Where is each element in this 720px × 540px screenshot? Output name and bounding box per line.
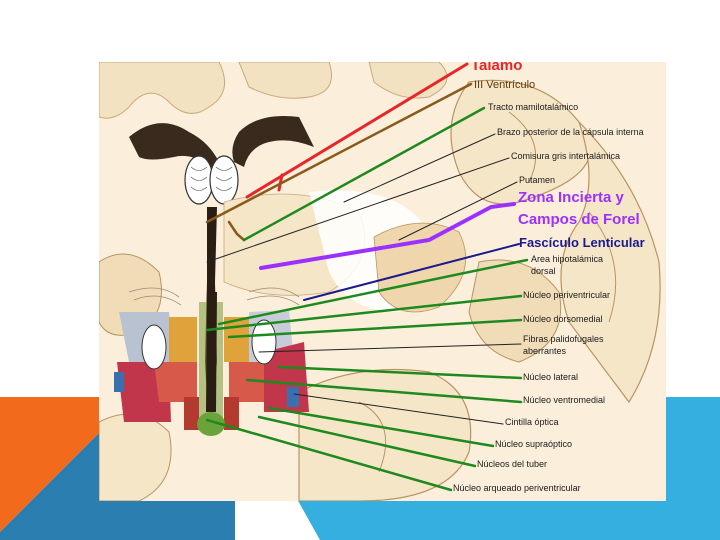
label-putamen: Putamen bbox=[519, 176, 555, 185]
label-fibras-palidofugales-2: aberrantes bbox=[523, 347, 566, 356]
label-area-hipotalamica-1: Area hipotalámica bbox=[531, 255, 603, 264]
label-cintilla-optica: Cintilla óptica bbox=[505, 418, 559, 427]
label-brazo-posterior: Brazo posterior de la cápsula interna bbox=[497, 128, 644, 137]
label-zona-incierta-1: Zona Incierta y bbox=[518, 190, 624, 205]
label-nucleo-periventricular: Núcleo periventricular bbox=[523, 291, 610, 300]
label-area-hipotalamica-2: dorsal bbox=[531, 267, 556, 276]
label-nucleos-tuber: Núcleos del tuber bbox=[477, 460, 547, 469]
label-comisura-gris: Comisura gris intertalámica bbox=[511, 152, 620, 161]
label-tracto-mamilotalamico: Tracto mamilotalámico bbox=[488, 103, 578, 112]
label-fibras-palidofugales-1: Fibras palidofugales bbox=[523, 335, 604, 344]
brain-section-figure: Talamo III Ventrículo Tracto mamilotalám… bbox=[99, 62, 666, 501]
label-zona-incierta-2: Campos de Forel bbox=[518, 212, 640, 227]
label-nucleo-arqueado: Núcleo arqueado periventricular bbox=[453, 484, 581, 493]
label-iii-ventriculo: III Ventrículo bbox=[474, 80, 535, 91]
label-nucleo-supraoptico: Núcleo supraóptico bbox=[495, 440, 572, 449]
label-talamo: Talamo bbox=[471, 62, 522, 73]
label-nucleo-lateral: Núcleo lateral bbox=[523, 373, 578, 382]
label-nucleo-ventromedial: Núcleo ventromedial bbox=[523, 396, 605, 405]
label-nucleo-dorsomedial: Núcleo dorsomedial bbox=[523, 315, 603, 324]
label-fasciculo-lenticular: Fascículo Lenticular bbox=[519, 236, 645, 249]
